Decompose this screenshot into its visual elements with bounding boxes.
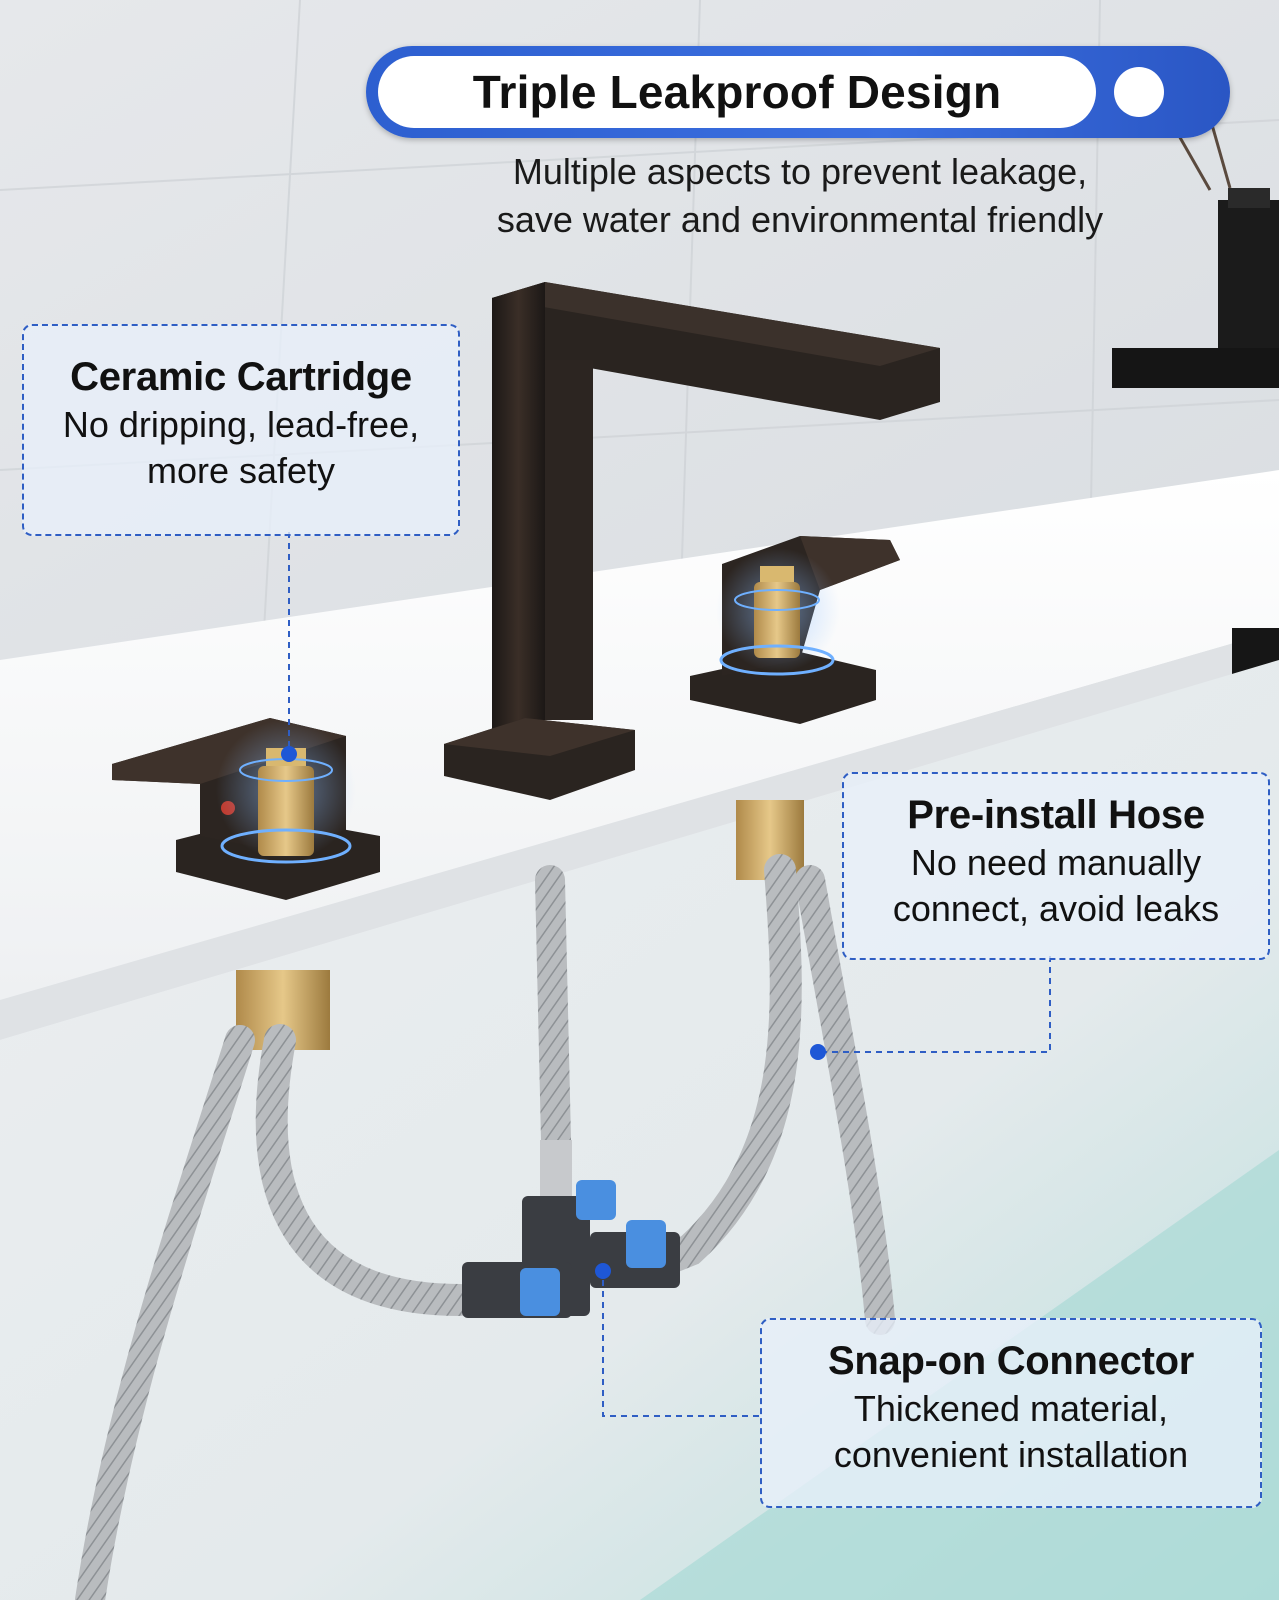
title-inner: Triple Leakproof Design — [378, 56, 1096, 128]
pre-install-hose-line-2: connect, avoid leaks — [892, 888, 1220, 929]
pre-install-hose-title: Pre-install Hose — [907, 793, 1205, 837]
title-banner: Triple Leakproof Design — [366, 46, 1230, 138]
snap-on-connector-line-1: Thickened material, — [853, 1388, 1169, 1429]
tray — [1112, 348, 1279, 388]
pre-install-hose-callout: Pre-install Hose No need manually connec… — [842, 772, 1270, 960]
right-handle — [690, 536, 900, 724]
spout — [444, 282, 940, 800]
bottle — [1218, 200, 1279, 360]
toggle-dot-icon — [1114, 67, 1164, 117]
left-handle — [112, 718, 380, 900]
snap-on-connector-callout: Snap-on Connector Thickened material, co… — [760, 1318, 1262, 1508]
braided-hoses — [75, 854, 895, 1600]
leader-lines — [288, 532, 1051, 1417]
ceramic-cartridge-title: Ceramic Cartridge — [70, 355, 412, 399]
ceramic-cartridge-line-1: No dripping, lead-free, — [62, 404, 420, 445]
snap-on-connector-line-2: convenient installation — [833, 1434, 1189, 1475]
subtitle-line-2: save water and environmental friendly — [496, 199, 1104, 240]
subtitle-line-1: Multiple aspects to prevent leakage, — [512, 151, 1088, 192]
pre-install-hose-line-1: No need manually — [910, 842, 1202, 883]
ceramic-cartridge-callout: Ceramic Cartridge No dripping, lead-free… — [22, 324, 460, 536]
page-title: Triple Leakproof Design — [472, 66, 1002, 118]
tee-connector — [462, 1140, 680, 1318]
snap-on-connector-title: Snap-on Connector — [828, 1339, 1194, 1383]
subtitle: Multiple aspects to prevent leakage, sav… — [370, 148, 1230, 244]
ceramic-cartridge-line-2: more safety — [146, 450, 336, 491]
